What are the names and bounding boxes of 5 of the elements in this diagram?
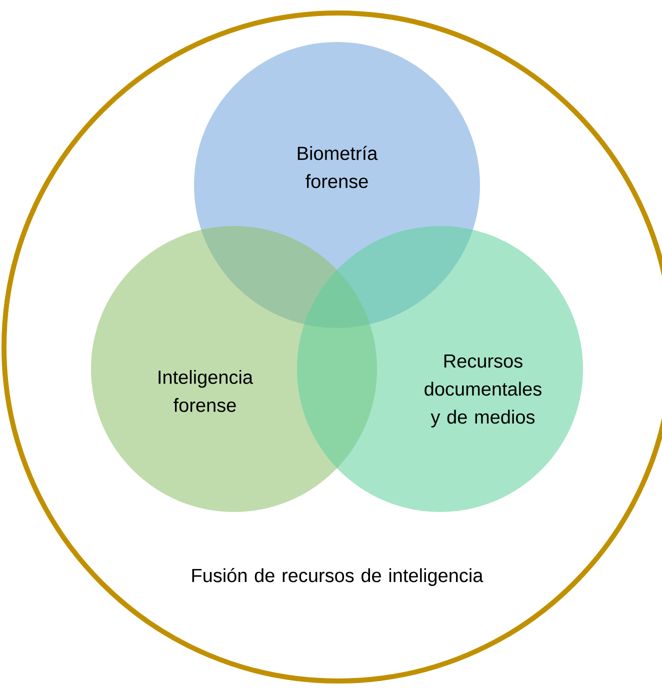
venn-circle: [297, 226, 583, 512]
circle-label: Inteligencia forense: [158, 370, 254, 412]
circle-label: Biometría forense: [298, 146, 378, 188]
caption-text: Fusión de recursos de inteligencia: [192, 568, 484, 586]
circle-label: Recursos documentales y de medios: [424, 354, 542, 428]
